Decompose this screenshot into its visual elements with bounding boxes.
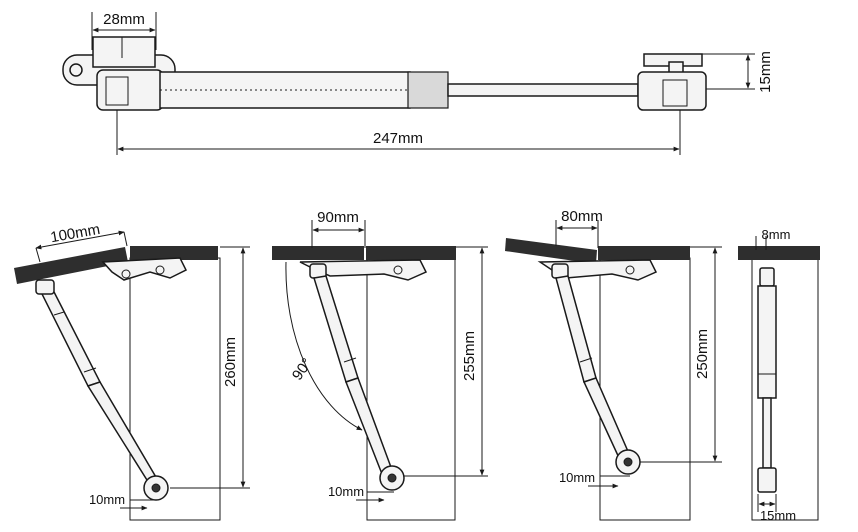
- dim-250mm: 250mm: [640, 246, 722, 463]
- angle-label: 90°: [289, 355, 316, 383]
- dim-15mm: 15mm: [757, 494, 796, 523]
- top-view: 28mm 247mm 15mm: [62, 11, 774, 155]
- dim-10mm: 10mm: [328, 484, 394, 503]
- top-label: 8mm: [762, 227, 791, 242]
- dim-260mm: 260mm: [170, 246, 250, 489]
- piston-rod: [447, 83, 639, 97]
- offset-label: 80mm: [561, 208, 603, 225]
- right-mount-bracket: [637, 53, 707, 111]
- dim-10mm: 10mm: [89, 492, 158, 511]
- dim-90mm: 90mm: [311, 209, 366, 248]
- lid-board: [14, 247, 128, 284]
- cabinet-top: [738, 246, 820, 260]
- cabinet-wall: [599, 257, 691, 521]
- lid-board: [505, 238, 597, 264]
- dim-247mm: 247mm: [116, 110, 681, 155]
- height-label: 260mm: [222, 337, 239, 387]
- side-view: 8mm 15mm: [738, 227, 820, 523]
- dim-8mm: 8mm: [755, 227, 791, 250]
- dim-15mm: 15mm: [702, 51, 774, 93]
- cabinet-top: [598, 246, 690, 260]
- gas-cylinder: [159, 71, 449, 109]
- panel-90mm: 90° 90mm 255mm 10mm: [272, 209, 488, 521]
- panel-100mm: 100mm 260mm 10mm: [14, 221, 250, 521]
- gas-strut: [35, 279, 169, 501]
- gas-strut: [551, 263, 641, 475]
- height-label: 250mm: [694, 329, 711, 379]
- length-label: 247mm: [373, 130, 423, 147]
- bottom-label: 15mm: [760, 508, 796, 523]
- cabinet-top: [130, 246, 218, 260]
- height-label: 255mm: [461, 331, 478, 381]
- offset-label: 100mm: [49, 221, 101, 246]
- left-mount-bracket: [62, 36, 176, 111]
- dim-255mm: 255mm: [404, 246, 488, 477]
- base-label: 10mm: [89, 492, 125, 507]
- strut-side: [757, 267, 777, 493]
- width-label: 28mm: [103, 11, 145, 28]
- gas-strut: [309, 263, 405, 491]
- dim-80mm: 80mm: [555, 208, 603, 248]
- base-label: 10mm: [328, 484, 364, 499]
- panel-80mm: 80mm 250mm 10mm: [505, 208, 722, 521]
- cabinet-wall: [129, 257, 221, 521]
- offset-label: 90mm: [317, 209, 359, 226]
- height-label: 15mm: [757, 51, 774, 93]
- dim-10mm: 10mm: [559, 470, 630, 489]
- base-label: 10mm: [559, 470, 595, 485]
- hinge: [101, 257, 188, 281]
- dim-28mm: 28mm: [91, 11, 157, 50]
